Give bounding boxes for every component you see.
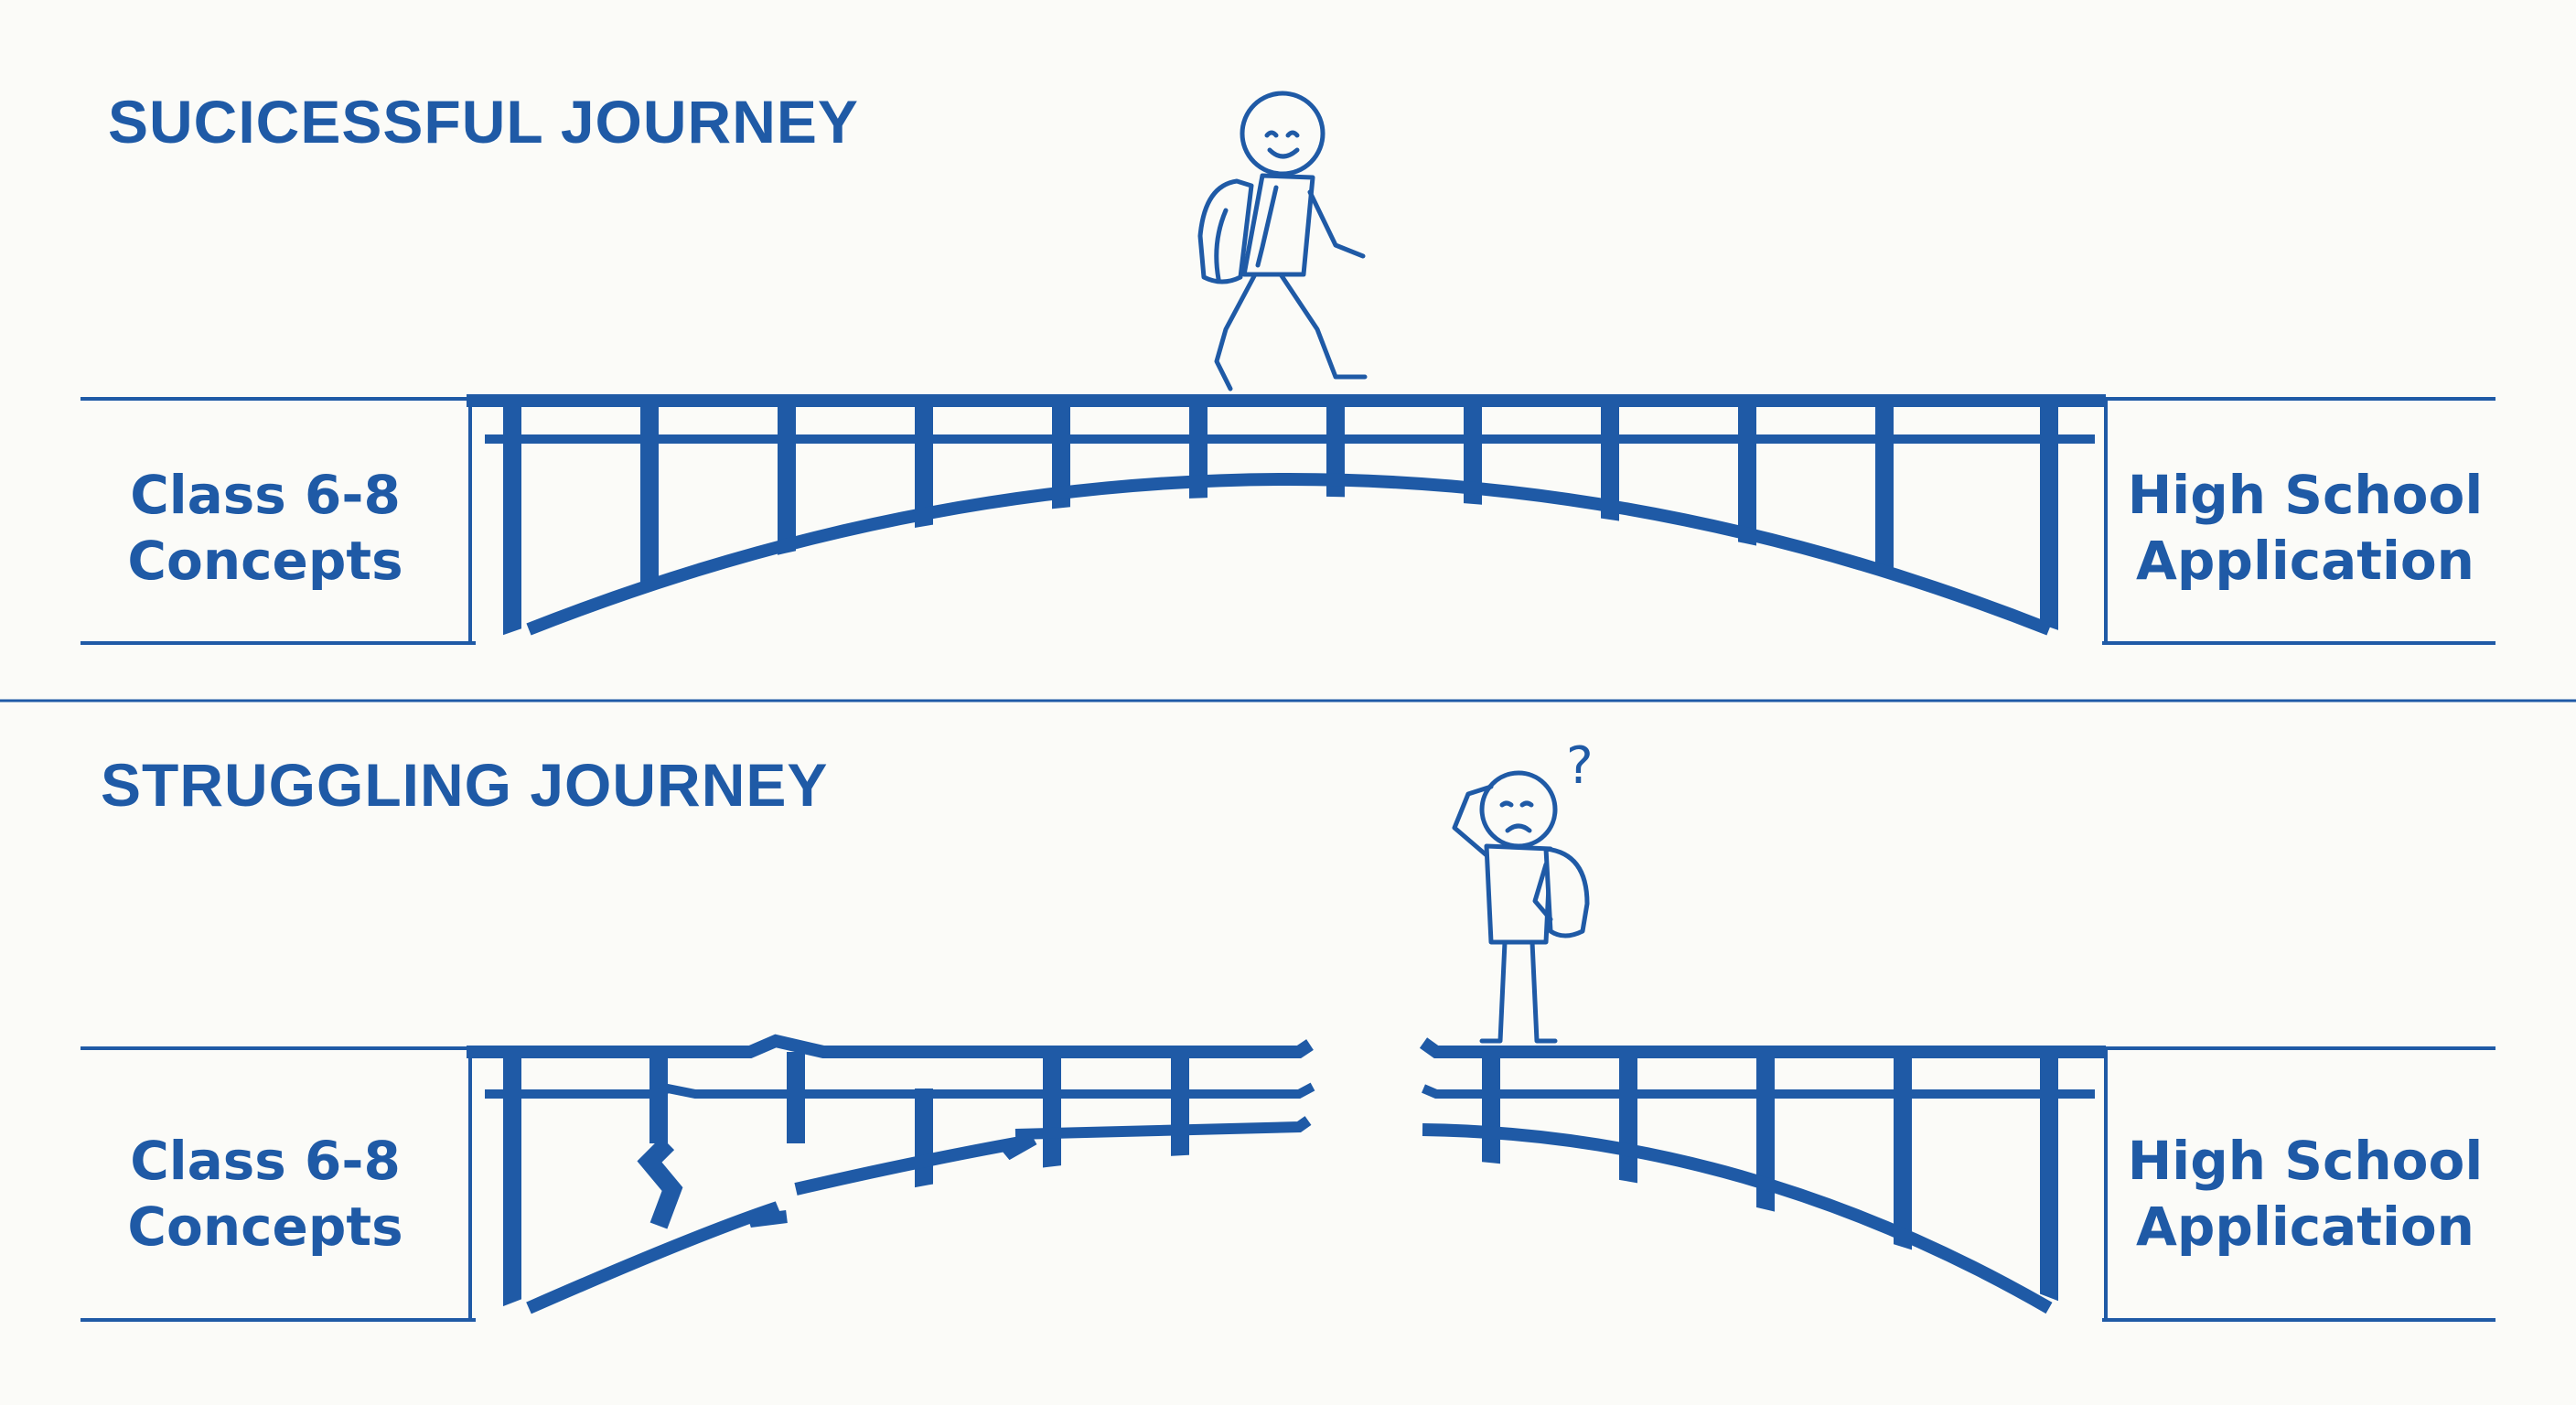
right-box-line2: Application [2136,530,2474,592]
left-box-line2: Concepts [127,1196,403,1258]
confused-student-icon [1452,770,1590,1044]
struggling-journey-heading: STRUGGLING JOURNEY [101,751,829,819]
right-landing-box [2102,1046,2496,1322]
question-mark-icon: ? [1566,736,1594,796]
intact-bridge [467,394,2106,645]
right-landing-box [2102,397,2496,645]
right-box-label: High School Application [2122,1128,2488,1260]
left-landing-box [80,397,476,645]
left-box-label: Class 6-8 Concepts [101,1128,430,1260]
right-box-line2: Application [2136,1196,2474,1258]
right-box-line1: High School [2127,464,2484,526]
right-box-label: High School Application [2122,462,2488,594]
broken-bridge-left [467,1034,1315,1317]
successful-panel [0,91,2576,702]
left-landing-box [80,1046,476,1322]
right-box-line1: High School [2127,1130,2484,1192]
successful-journey-heading: SUCICESSFUL JOURNEY [108,88,859,156]
happy-student-icon [1197,91,1368,391]
left-box-line1: Class 6-8 [130,464,401,526]
broken-bridge-right [1419,1037,2106,1317]
left-box-line1: Class 6-8 [130,1130,401,1192]
left-box-label: Class 6-8 Concepts [101,462,430,594]
left-box-line2: Concepts [127,530,403,592]
